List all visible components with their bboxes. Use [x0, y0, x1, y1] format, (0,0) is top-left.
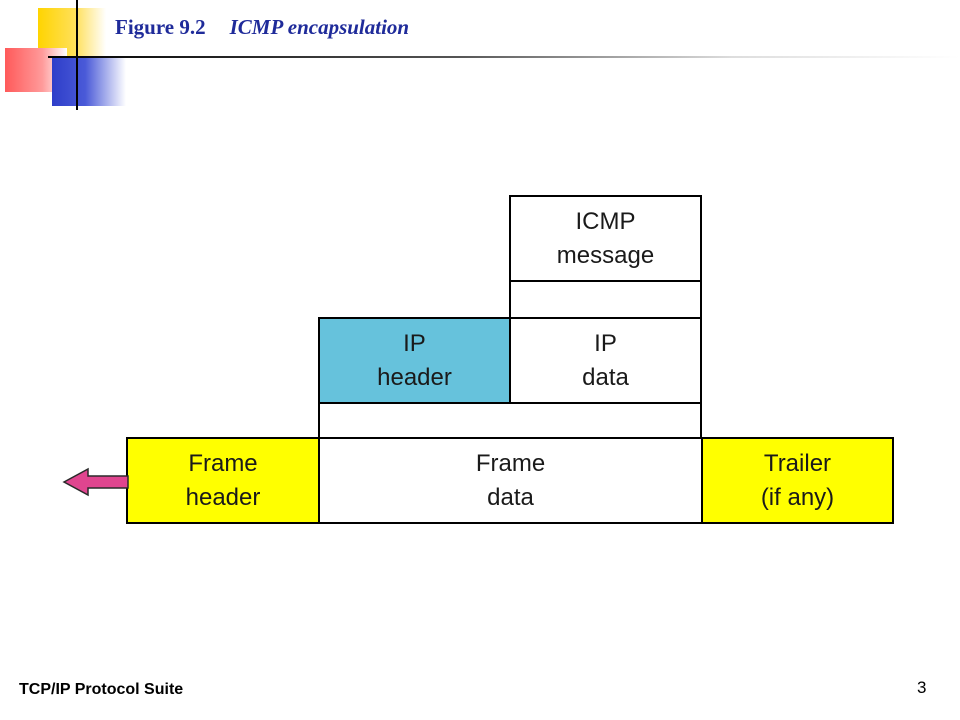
left-arrow-icon: [62, 467, 129, 497]
frame-header-box: Frame header: [126, 437, 320, 524]
icmp-spacer-box: [509, 280, 702, 319]
trailer-line1: Trailer: [763, 449, 832, 477]
frame-data-line2: data: [487, 483, 534, 511]
page-title: Figure 9.2 ICMP encapsulation: [115, 15, 409, 40]
frame-header-line2: header: [185, 483, 261, 511]
icmp-message-line1: ICMP: [575, 207, 636, 235]
footer-suite-name: TCP/IP Protocol Suite: [19, 681, 184, 698]
ip-data-line2: data: [582, 363, 629, 391]
trailer-box: Trailer (if any): [701, 437, 894, 524]
corner-decoration: [0, 0, 130, 110]
ip-spacer-box: [318, 402, 702, 440]
icmp-message-box: ICMP message: [509, 195, 702, 282]
frame-header-line1: Frame: [188, 449, 258, 477]
figure-title: ICMP encapsulation: [229, 15, 410, 39]
ip-data-line1: IP: [594, 329, 617, 357]
page-number: 3: [917, 678, 927, 697]
icmp-message-line2: message: [556, 241, 655, 269]
trailer-line2: (if any): [760, 483, 835, 511]
ip-data-box: IP data: [509, 317, 702, 404]
vertical-rule: [76, 0, 78, 110]
figure-number: Figure 9.2: [115, 15, 206, 39]
title-rule: [48, 56, 960, 58]
blue-square: [52, 58, 126, 106]
frame-data-box: Frame data: [318, 437, 703, 524]
ip-header-line2: header: [377, 363, 452, 391]
frame-data-line1: Frame: [475, 449, 546, 477]
ip-header-box: IP header: [318, 317, 511, 404]
ip-header-line1: IP: [403, 329, 426, 357]
